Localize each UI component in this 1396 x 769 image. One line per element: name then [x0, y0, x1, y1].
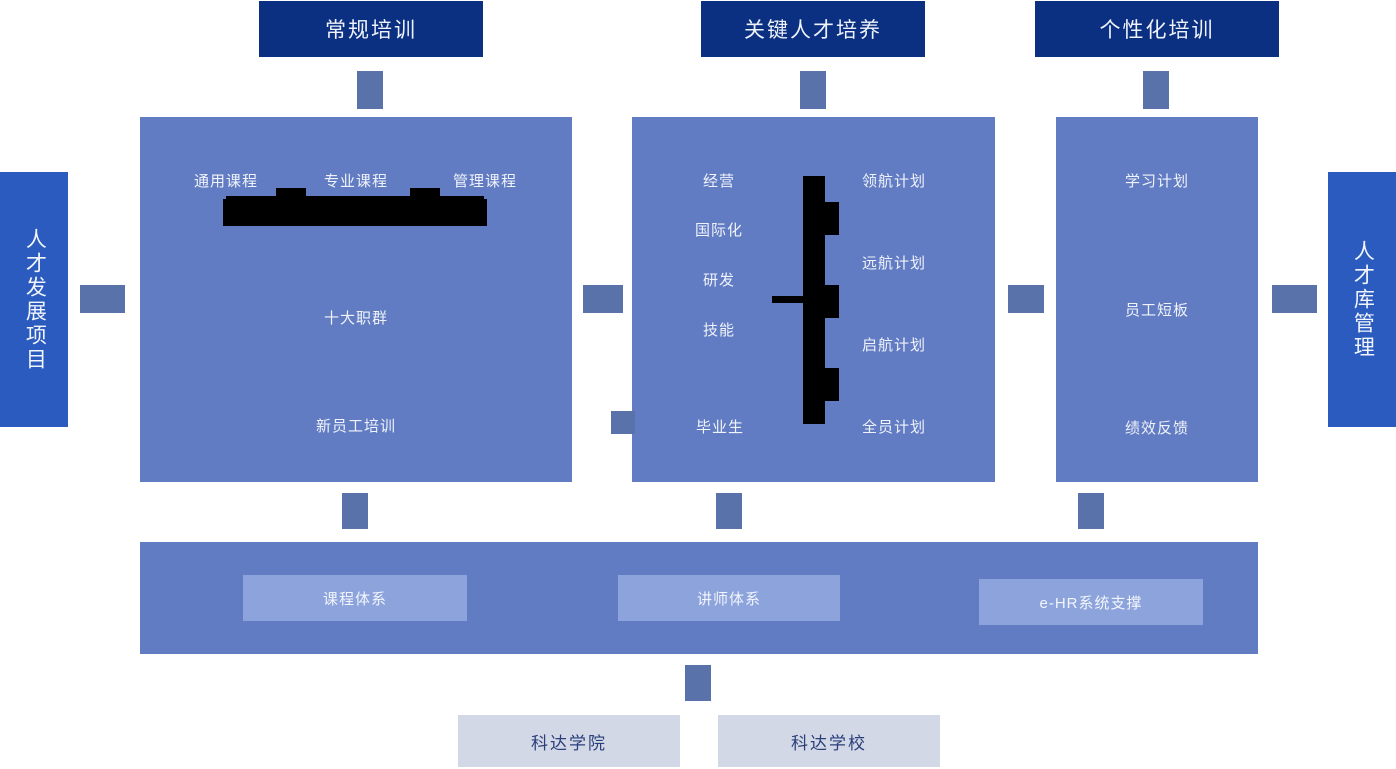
panel-personalized-training: 学习计划 员工短板 绩效反馈 [1056, 117, 1258, 482]
panel2-right-item-voyage-plan: 远航计划 [861, 255, 927, 272]
school-box-keda-school[interactable]: 科达学校 [718, 715, 940, 767]
panel2-right-item-launch-plan: 启航计划 [861, 337, 927, 354]
header-bar-label: 关键人才培养 [744, 19, 882, 42]
support-box-label: 课程体系 [322, 590, 387, 608]
panel1-category-general: 通用课程 [193, 173, 259, 190]
connector-panel2-to-support [716, 493, 742, 529]
panel1-category-professional: 专业课程 [323, 173, 389, 190]
header-bar-label: 个性化培训 [1099, 19, 1215, 42]
connector-header-to-panel-1 [357, 71, 383, 109]
connector-panel2-left-stub [611, 411, 635, 434]
bracket-tab-middle [820, 285, 839, 318]
panel3-item-employee-gaps: 员工短板 [1124, 302, 1190, 319]
panel-regular-training: 通用课程 专业课程 管理课程 十大职群 新员工培训 [140, 117, 572, 482]
side-label-text: 人才发展项目 [23, 227, 47, 372]
connector-panel3-to-support [1078, 493, 1104, 529]
bracket-vertical-spine [803, 176, 825, 424]
school-box-label: 科达学院 [531, 733, 607, 753]
support-box-course-system[interactable]: 课程体系 [243, 575, 467, 621]
connector-panel-to-right-label [1272, 285, 1317, 313]
side-label-left-talent-development[interactable]: 人才发展项目 [0, 172, 68, 427]
header-bar-key-talent[interactable]: 关键人才培养 [701, 1, 925, 57]
connector-header-to-panel-3 [1143, 71, 1169, 109]
header-bar-label: 常规培训 [325, 19, 417, 42]
panel1-job-groups: 十大职群 [323, 310, 389, 327]
panel2-right-item-pilot-plan: 领航计划 [861, 173, 927, 190]
connector-panel1-to-panel2 [583, 285, 623, 313]
connector-left-label-to-panel [80, 285, 125, 313]
panel3-item-learning-plan: 学习计划 [1124, 173, 1190, 190]
school-box-label: 科达学校 [791, 733, 867, 753]
panel2-left-item-operations: 经营 [702, 173, 736, 190]
header-bar-personalized-training[interactable]: 个性化培训 [1035, 1, 1279, 57]
panel2-right-item-all-staff-plan: 全员计划 [861, 419, 927, 436]
bracket-tab-upper [820, 202, 839, 235]
panel3-item-performance-feedback: 绩效反馈 [1124, 420, 1190, 437]
support-box-instructor-system[interactable]: 讲师体系 [618, 575, 840, 621]
connector-header-to-panel-2 [800, 71, 826, 109]
support-box-label: 讲师体系 [696, 590, 761, 608]
support-box-ehr-system[interactable]: e-HR系统支撑 [979, 579, 1203, 625]
panel2-left-item-skills: 技能 [702, 322, 736, 339]
panel2-left-item-rnd: 研发 [702, 272, 736, 289]
connector-panel2-to-panel3 [1008, 285, 1044, 313]
panel1-category-management: 管理课程 [452, 173, 518, 190]
bracket-arm-left [772, 296, 810, 303]
school-box-keda-academy[interactable]: 科达学院 [458, 715, 680, 767]
panel2-left-item-graduates: 毕业生 [695, 419, 745, 436]
panel2-left-item-international: 国际化 [694, 222, 744, 239]
side-label-text: 人才库管理 [1351, 239, 1375, 360]
bracket-horizontal-redaction [223, 199, 487, 226]
header-bar-regular-training[interactable]: 常规培训 [259, 1, 483, 57]
panel1-new-employee-training: 新员工培训 [315, 418, 397, 435]
bracket-rail-top [226, 196, 484, 201]
connector-support-to-schools [685, 665, 711, 701]
bracket-tab-lower [820, 368, 839, 401]
side-label-right-talent-pool[interactable]: 人才库管理 [1328, 172, 1396, 427]
connector-panel1-to-support [342, 493, 368, 529]
support-box-label: e-HR系统支撑 [1039, 594, 1143, 612]
